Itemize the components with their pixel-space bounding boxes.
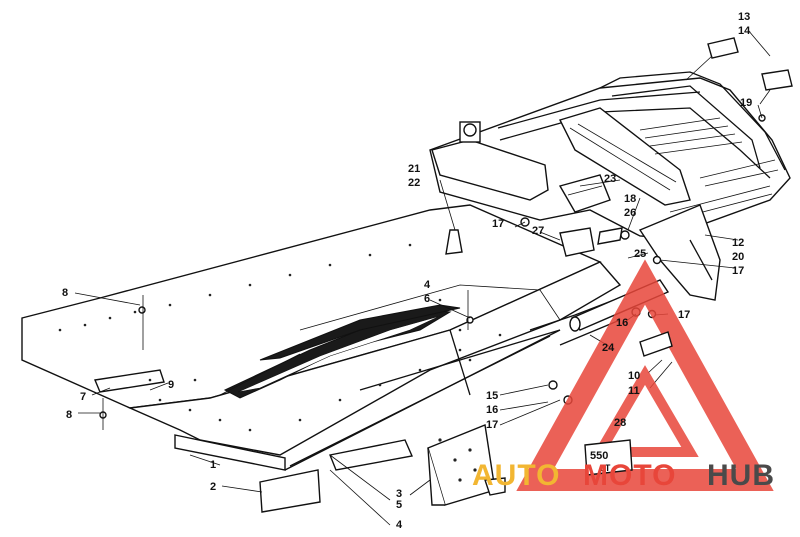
callout-23: 23 bbox=[604, 173, 616, 185]
callout-labels: 13 14 19 21 22 23 18 26 17 27 12 20 25 1… bbox=[62, 11, 752, 531]
callout-14: 14 bbox=[738, 25, 751, 37]
callout-8-a: 8 bbox=[62, 287, 68, 299]
callout-26: 26 bbox=[624, 207, 636, 219]
callout-19: 19 bbox=[740, 97, 752, 109]
watermark-auto: AUTO bbox=[472, 459, 560, 492]
callout-3: 3 bbox=[396, 488, 402, 500]
callout-4-a: 4 bbox=[424, 279, 431, 291]
callout-15: 15 bbox=[486, 390, 498, 402]
callout-1: 1 bbox=[210, 459, 216, 471]
callout-13: 13 bbox=[738, 11, 750, 23]
tunnel-assembly bbox=[21, 114, 766, 513]
callout-22: 22 bbox=[408, 177, 420, 189]
callout-17-c: 17 bbox=[678, 309, 690, 321]
callout-18: 18 bbox=[624, 193, 636, 205]
callout-4-b: 4 bbox=[396, 519, 403, 531]
callout-16-b: 16 bbox=[486, 404, 498, 416]
callout-25: 25 bbox=[634, 248, 646, 260]
callout-6: 6 bbox=[424, 293, 430, 305]
decal-550-lt: 550 LT bbox=[584, 439, 633, 476]
callout-27: 27 bbox=[532, 225, 544, 237]
callout-8-b: 8 bbox=[66, 409, 72, 421]
callout-11: 11 bbox=[628, 385, 640, 397]
reflector-parts bbox=[685, 29, 793, 105]
watermark-wordmark: AUTO MOTO HUB bbox=[472, 459, 775, 492]
callout-16-a: 16 bbox=[616, 317, 628, 329]
callout-9: 9 bbox=[168, 379, 174, 391]
leader-lines bbox=[74, 104, 763, 526]
decal-line2: LT bbox=[600, 463, 611, 473]
callout-28: 28 bbox=[614, 417, 626, 429]
callout-20: 20 bbox=[732, 251, 744, 263]
callout-17-d: 17 bbox=[486, 419, 498, 431]
callout-24: 24 bbox=[602, 342, 615, 354]
callout-17-b: 17 bbox=[732, 265, 744, 277]
watermark-triangle-inner bbox=[591, 365, 699, 457]
callout-7: 7 bbox=[80, 391, 86, 403]
callout-21: 21 bbox=[408, 163, 420, 175]
decal-line1: 550 bbox=[590, 450, 608, 462]
watermark-triangle-outer bbox=[516, 259, 774, 491]
rear-rack-assembly bbox=[429, 71, 791, 301]
callout-2: 2 bbox=[210, 481, 216, 493]
callout-10: 10 bbox=[628, 370, 640, 382]
callout-17-a: 17 bbox=[492, 218, 504, 230]
watermark-logo bbox=[516, 259, 774, 491]
watermark-hub: HUB bbox=[707, 459, 775, 492]
callout-5: 5 bbox=[396, 499, 402, 511]
watermark-moto: MOTO bbox=[583, 459, 676, 492]
callout-12: 12 bbox=[732, 237, 744, 249]
